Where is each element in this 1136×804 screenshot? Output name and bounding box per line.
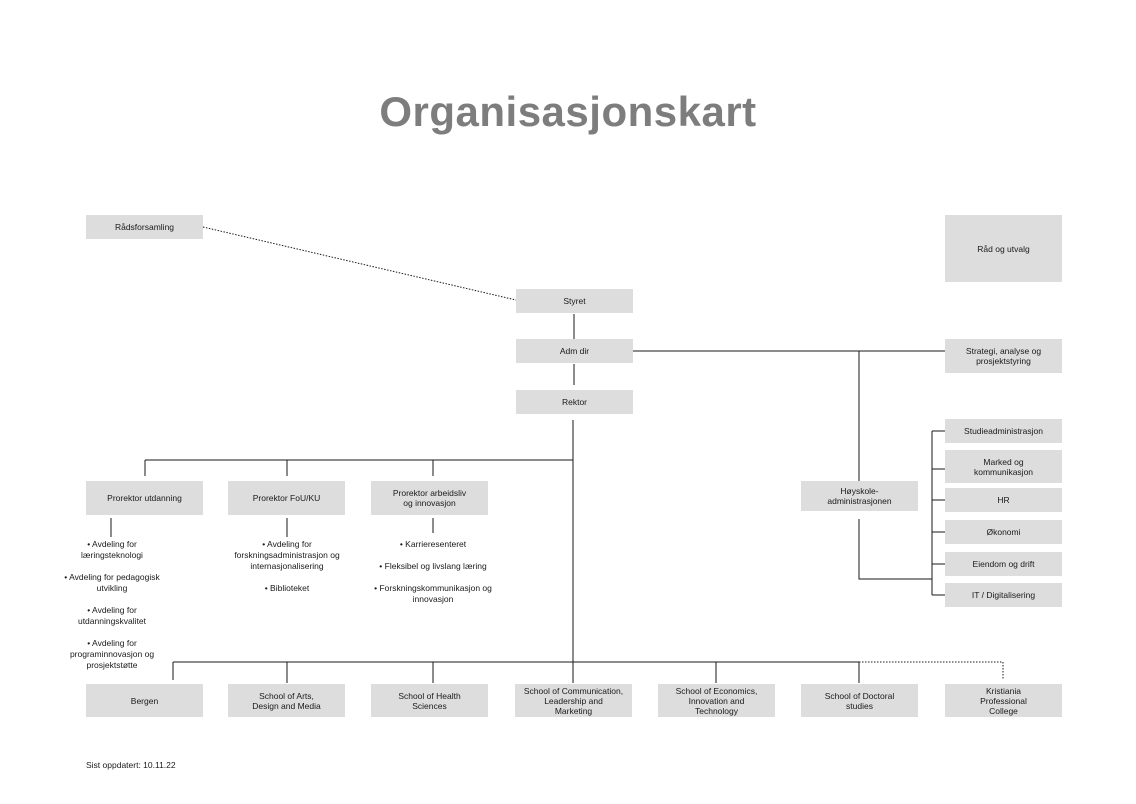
box-unit-marked: Marked og kommunikasjon — [945, 450, 1062, 483]
box-styret: Styret — [516, 289, 633, 313]
box-school-communication: School of Communication, Leadership and … — [515, 684, 632, 717]
box-adm-dir: Adm dir — [516, 339, 633, 363]
box-radsforsamling: Rådsforsamling — [86, 215, 203, 239]
box-prorektor-arbeidsliv: Prorektor arbeidsliv og innovasjon — [371, 481, 488, 515]
list-item: • Avdeling for utdanningskvalitet — [77, 605, 147, 626]
box-unit-studieadministrasjon: Studieadministrasjon — [945, 419, 1062, 443]
last-updated-text: Sist oppdatert: 10.11.22 — [86, 760, 176, 770]
box-unit-okonomi: Økonomi — [945, 520, 1062, 544]
list-item: • Karrieresenteret — [399, 539, 467, 549]
list-utdanning: • Avdeling for læringsteknologi • Avdeli… — [56, 539, 168, 682]
box-prorektor-utdanning: Prorektor utdanning — [86, 481, 203, 515]
box-school-health: School of Health Sciences — [371, 684, 488, 717]
dotted-connector-kristiania — [859, 661, 1004, 680]
box-prorektor-fou: Prorektor FoU/KU — [228, 481, 345, 515]
box-hoyskoleadministrasjonen: Høyskole- administrasjonen — [801, 481, 918, 511]
box-school-doctoral: School of Doctoral studies — [801, 684, 918, 717]
box-unit-eiendom: Eiendom og drift — [945, 552, 1062, 576]
box-rektor: Rektor — [516, 390, 633, 414]
list-item: • Avdeling for læringsteknologi — [81, 539, 143, 560]
list-item: • Avdeling for pedagogisk utvikling — [64, 572, 160, 593]
list-item: • Forskningskommunikasjon og innovasjon — [374, 583, 492, 604]
box-school-kristiania: Kristiania Professional College — [945, 684, 1062, 717]
list-item: • Biblioteket — [264, 583, 310, 593]
box-rad-og-utvalg: Råd og utvalg — [945, 215, 1062, 282]
box-strategi: Strategi, analyse og prosjektstyring — [945, 339, 1062, 373]
box-unit-hr: HR — [945, 488, 1062, 512]
list-item: • Avdeling for programinnovasjon og pros… — [69, 638, 155, 670]
box-unit-it: IT / Digitalisering — [945, 583, 1062, 607]
list-arbeidsliv: • Karrieresenteret • Fleksibel og livsla… — [363, 539, 503, 616]
box-school-economics: School of Economics, Innovation and Tech… — [658, 684, 775, 717]
list-item: • Fleksibel og livslang læring — [379, 561, 487, 571]
box-school-bergen: Bergen — [86, 684, 203, 717]
page-title: Organisasjonskart — [379, 88, 757, 135]
box-school-arts: School of Arts, Design and Media — [228, 684, 345, 717]
dotted-connector-radsforsamling — [202, 226, 517, 301]
list-fou: • Avdeling for forskningsadministrasjon … — [212, 539, 362, 605]
connector-hoyskole-down — [858, 519, 932, 580]
list-item: • Avdeling for forskningsadministrasjon … — [234, 539, 340, 571]
